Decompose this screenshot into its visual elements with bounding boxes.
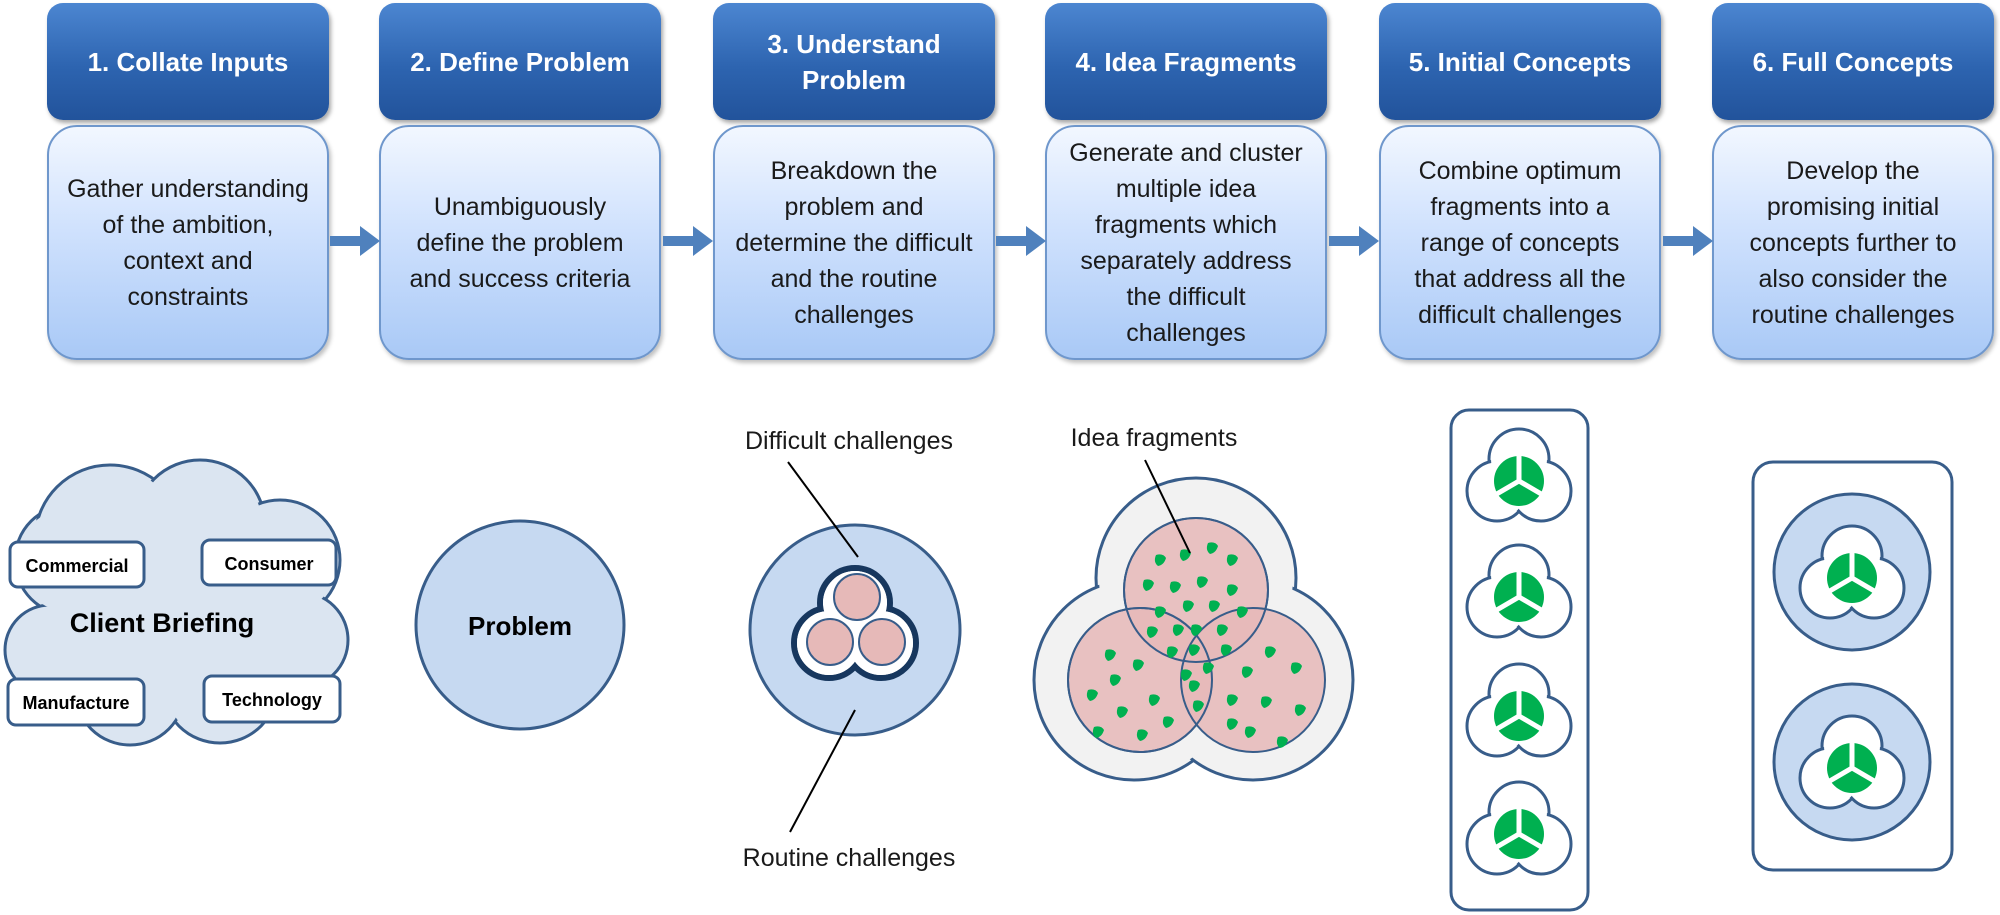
input-box (8, 540, 146, 589)
step-6-description: Develop the promising initial concepts f… (1712, 125, 1994, 360)
arrow-right-icon (330, 226, 380, 256)
difficult-challenges-label: Difficult challenges (745, 427, 953, 455)
step-1-title: 1. Collate Inputs (47, 3, 329, 120)
step-2-description: Unambiguously define the problem and suc… (379, 125, 661, 360)
arrow-right-icon (663, 226, 713, 256)
step-1-description: Gather understanding of the ambition, co… (47, 125, 329, 360)
client-briefing-cloud: Client Briefing Commercial Consumer Manu… (3, 458, 350, 747)
problem-circle: Problem (414, 519, 626, 731)
idea-fragments-diagram: Idea fragments (1032, 424, 1355, 782)
challenges-diagram: Difficult challenges Routine challenges (743, 427, 962, 872)
step-5-description: Combine optimum fragments into a range o… (1379, 125, 1661, 360)
input-box (6, 677, 146, 727)
input-box (200, 538, 338, 587)
idea-fragments-label: Idea fragments (1071, 424, 1238, 452)
arrow-right-icon (1663, 226, 1713, 256)
step-6-title: 6. Full Concepts (1712, 3, 1994, 120)
arrow-right-icon (996, 226, 1046, 256)
routine-challenges-label: Routine challenges (743, 844, 956, 872)
client-briefing-label: Client Briefing (70, 608, 255, 638)
step-3-description: Breakdown the problem and determine the … (713, 125, 995, 360)
step-4-title: 4. Idea Fragments (1045, 3, 1327, 120)
initial-concepts-panel (1449, 408, 1590, 912)
input-manufacture: Manufacture (22, 693, 129, 713)
step-5-title: 5. Initial Concepts (1379, 3, 1661, 120)
step-3-title: 3. Understand Problem (713, 3, 995, 120)
step-4-description: Generate and cluster multiple idea fragm… (1045, 125, 1327, 360)
arrow-right-icon (1329, 226, 1379, 256)
problem-label: Problem (468, 611, 572, 641)
input-commercial: Commercial (25, 556, 128, 576)
input-box (202, 674, 342, 724)
full-concepts-panel (1751, 460, 1954, 872)
step-2-title: 2. Define Problem (379, 3, 661, 120)
input-consumer: Consumer (224, 554, 313, 574)
input-technology: Technology (222, 690, 322, 710)
